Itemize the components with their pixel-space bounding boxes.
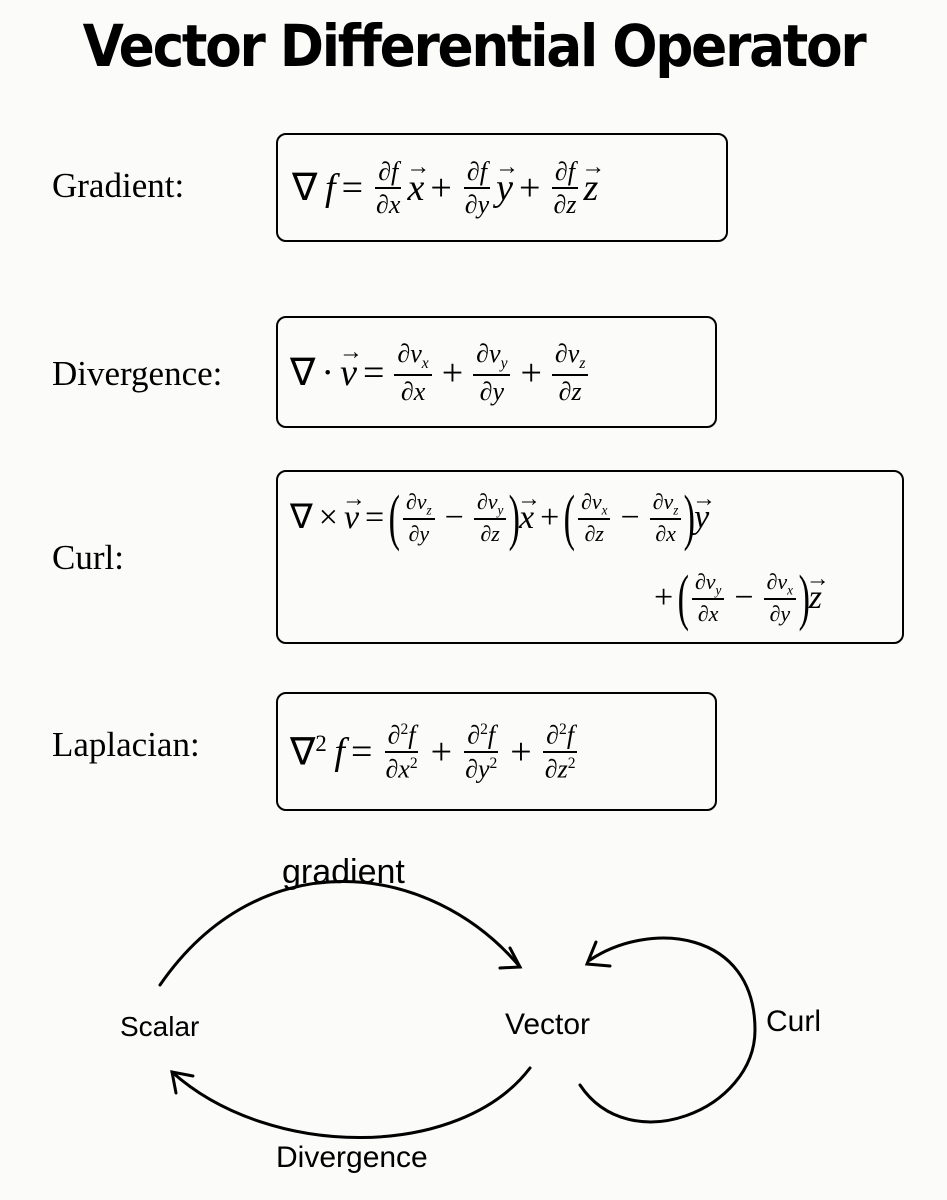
curl-label: Curl: xyxy=(52,538,124,577)
page-title: Vector Differential Operator xyxy=(82,12,867,80)
divergence-arrow xyxy=(170,1066,532,1139)
laplacian-formula: ∇2 f= ∂2f∂x2 + ∂2f∂y2 + ∂2f∂z2 xyxy=(290,720,578,784)
diagram-divergence-label: Divergence xyxy=(276,1141,428,1174)
curl-formula-box xyxy=(276,470,904,644)
diagram-gradient-label: gradient xyxy=(282,853,405,891)
divergence-formula-box xyxy=(276,316,717,428)
divergence-label: Divergence: xyxy=(52,354,223,393)
diagram-vector-label: Vector xyxy=(505,1008,591,1041)
gradient-formula: ∇ f= ∂f∂xx + ∂f∂yy + ∂f∂zz xyxy=(292,143,598,233)
gradient-formula-box xyxy=(276,133,728,242)
gradient-arrowhead xyxy=(498,946,523,970)
curl-arrowhead xyxy=(584,940,612,968)
gradient-label: Gradient: xyxy=(52,166,185,205)
divergence-arrowhead xyxy=(170,1070,195,1095)
diagram-curl-label: Curl xyxy=(766,1005,822,1038)
curl-formula-line2: + ( ∂vy∂x − ∂vx∂y )z xyxy=(648,558,822,638)
gradient-arrow xyxy=(158,880,522,987)
curl-arrow xyxy=(578,936,757,1124)
curl-formula-line1: ∇×v= ( ∂vz∂y − ∂vy∂z )x + ( ∂vx∂z − ∂vz∂… xyxy=(290,478,709,558)
divergence-formula: ∇·v= ∂vx∂x + ∂vy∂y + ∂vz∂z xyxy=(290,327,592,419)
laplacian-label: Laplacian: xyxy=(52,725,200,764)
diagram-scalar-label: Scalar xyxy=(120,1011,200,1042)
laplacian-formula-box xyxy=(276,692,717,811)
